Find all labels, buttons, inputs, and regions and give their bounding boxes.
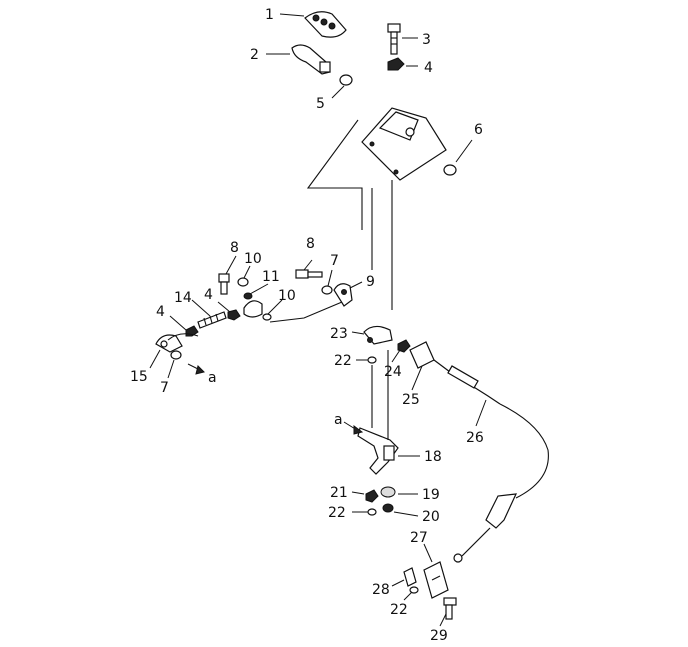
part-11-nut [243, 292, 253, 300]
part-2-lever [291, 44, 331, 75]
leader-lines [149, 13, 487, 627]
callout-19: 19 [422, 487, 440, 503]
part-27-clevis [423, 561, 449, 599]
part-cable-end [453, 493, 517, 563]
callout-10: 10 [244, 251, 262, 267]
callout-25: 25 [402, 392, 420, 408]
part-22-pin-a [367, 356, 377, 364]
reference-label-a: a [334, 412, 343, 428]
callout-3: 3 [422, 32, 431, 48]
callout-4: 4 [204, 287, 213, 303]
part-9-rod-end [333, 283, 353, 307]
part-15-rod-end [155, 334, 183, 353]
part-24-nut [397, 339, 411, 353]
callout-14: 14 [174, 290, 192, 306]
part-4-nut-rod [227, 309, 241, 321]
part-10-washer-right [262, 313, 272, 321]
callout-23: 23 [330, 326, 348, 342]
callout-5: 5 [316, 96, 325, 112]
callout-24: 24 [384, 364, 402, 380]
part-21-nut [365, 489, 379, 503]
callout-9: 9 [366, 274, 375, 290]
part-28-pin [403, 567, 417, 587]
part-14-threaded-rod [197, 311, 227, 329]
part-6-nut [443, 164, 457, 176]
part-3-bolt [387, 23, 401, 55]
part-26-cable [433, 359, 549, 499]
callout-22: 22 [390, 602, 408, 618]
reference-arrow-a-left [187, 363, 205, 375]
part-25-adjuster [409, 341, 435, 369]
part-19-washer [380, 486, 396, 498]
callout-26: 26 [466, 430, 484, 446]
part-18-lever-arm [357, 427, 399, 475]
part-8-bolt-right [295, 269, 323, 279]
callout-2: 2 [250, 47, 259, 63]
callout-7: 7 [160, 380, 169, 396]
callout-29: 29 [430, 628, 448, 644]
callout-22: 22 [334, 353, 352, 369]
callout-27: 27 [410, 530, 428, 546]
part-bracket-base [361, 107, 447, 181]
part-22-pin-b [367, 508, 377, 516]
part-4-nut-top [387, 57, 405, 71]
part-22-pin-c [409, 586, 419, 594]
part-23-rod-end [363, 325, 393, 345]
callout-18: 18 [424, 449, 442, 465]
callout-8: 8 [306, 236, 315, 252]
callout-21: 21 [330, 485, 348, 501]
part-7-washer-lower [170, 350, 182, 360]
callout-11: 11 [262, 269, 280, 285]
part-8-bolt-left [218, 273, 230, 295]
part-joint-left [243, 300, 263, 318]
part-7-washer [321, 285, 333, 295]
callout-1: 1 [265, 7, 274, 23]
reference-label-a: a [208, 370, 217, 386]
callout-4: 4 [156, 304, 165, 320]
callout-15: 15 [130, 369, 148, 385]
reference-arrow-a-right [343, 421, 364, 435]
callout-8: 8 [230, 240, 239, 256]
part-1-grip [304, 11, 347, 38]
part-20-nut [382, 503, 394, 513]
part-10-washer-left [237, 277, 249, 287]
callout-4: 4 [424, 60, 433, 76]
callout-6: 6 [474, 122, 483, 138]
rod-connection [269, 301, 343, 323]
callout-20: 20 [422, 509, 440, 525]
part-5-bushing [339, 74, 353, 86]
callout-28: 28 [372, 582, 390, 598]
callout-22: 22 [328, 505, 346, 521]
part-29-bolt [443, 597, 457, 620]
bracket-outline-lines [306, 119, 363, 230]
callout-7: 7 [330, 253, 339, 269]
callout-10: 10 [278, 288, 296, 304]
